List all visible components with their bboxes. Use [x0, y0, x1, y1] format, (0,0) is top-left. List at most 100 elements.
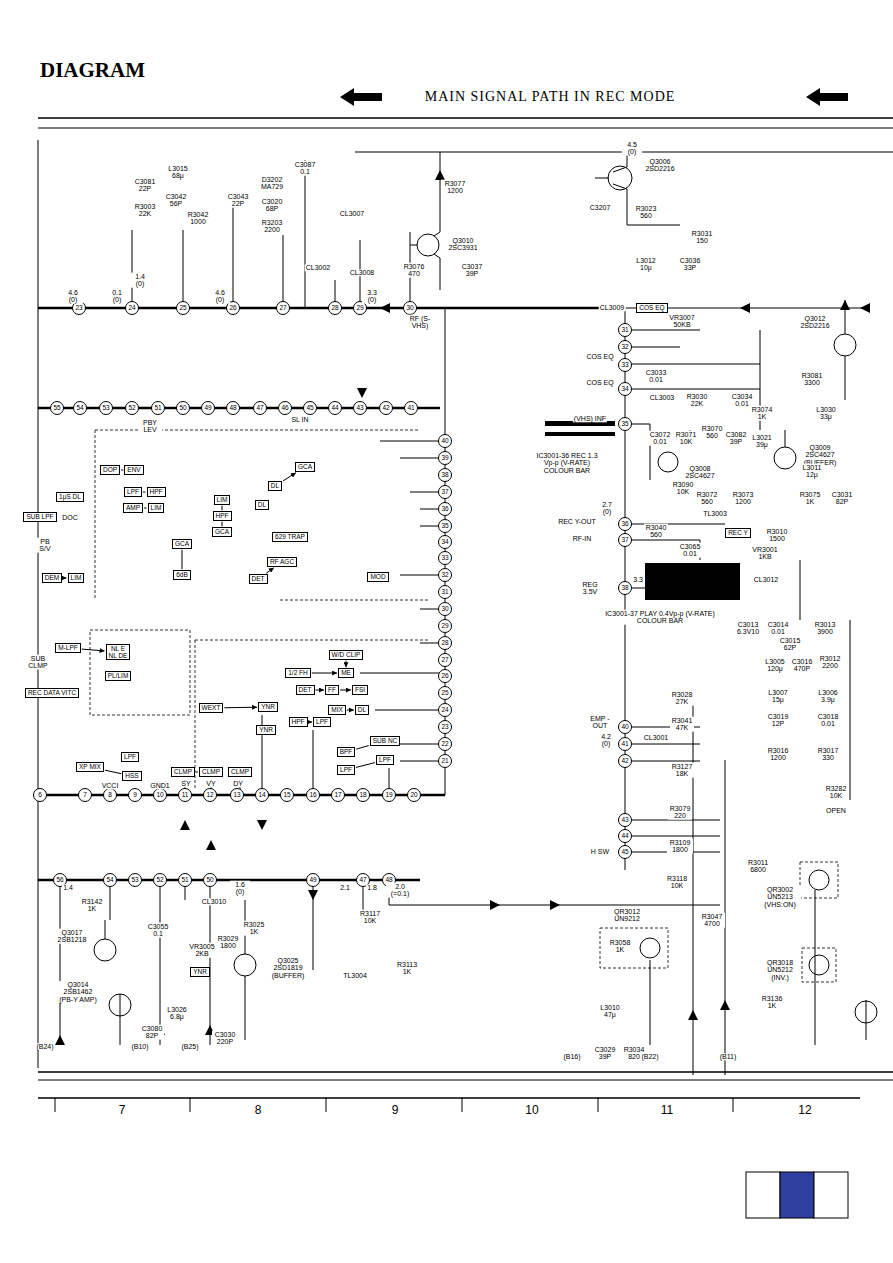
block-label: CLMP	[174, 768, 192, 775]
component-label: R3113 1K	[395, 961, 419, 976]
component-label: 1.6 (0)	[230, 881, 250, 896]
ic-pin-circle	[619, 755, 632, 768]
component-label: 1.8	[366, 884, 378, 891]
component-label: R3090 10K	[671, 481, 695, 496]
function-block: DOP	[100, 465, 120, 474]
ic-pin-circle	[439, 452, 452, 465]
block-label: RF AGC	[270, 558, 294, 565]
function-block: REC DATA VITC	[25, 688, 79, 697]
ic-pin-circle	[619, 359, 632, 372]
component-label: RF-IN	[572, 535, 593, 542]
component-label: R3142 1K	[80, 898, 104, 913]
function-block: PL/LIM	[105, 671, 132, 680]
pin-number: 32	[621, 344, 628, 351]
block-label: HPF	[150, 488, 163, 495]
ic-pin-circle	[357, 789, 370, 802]
ic-pin-circle	[279, 402, 292, 415]
component-label: R3040 560	[644, 524, 668, 539]
component-label: Q3006 2SD2216	[642, 158, 678, 173]
component-label: H SW	[590, 848, 610, 855]
block-label: YNR	[259, 726, 273, 733]
signal-connector	[283, 473, 296, 481]
component-label: CL3009	[599, 304, 626, 311]
component-label: Q3014 2SB1462 (PB-Y AMP)	[57, 981, 99, 1003]
signal-connector	[312, 673, 337, 674]
block-label: WEXT	[202, 704, 221, 711]
pin-number: 28	[441, 640, 448, 647]
function-block: COS EQ	[636, 303, 667, 312]
ic-pin-circle	[329, 302, 342, 315]
ic-pin-circle	[439, 721, 452, 734]
signal-connector	[222, 506, 223, 511]
pin-number: 6	[38, 792, 42, 799]
pin-number: 37	[441, 489, 448, 496]
transistor-symbol	[109, 994, 131, 1016]
ic-pin-circle	[439, 637, 452, 650]
component-label: 2.1	[339, 884, 351, 891]
component-label: C3055 0.1	[146, 923, 170, 938]
function-block: MOD	[367, 572, 388, 581]
block-label: XP MIX	[79, 763, 101, 770]
pin-number: 53	[131, 877, 138, 884]
component-label: C3033 0.01	[643, 369, 669, 384]
pin-number: 42	[382, 405, 389, 412]
pin-number: 44	[331, 405, 338, 412]
component-label: R3023 560	[633, 205, 659, 220]
pin-number: 41	[621, 741, 628, 748]
component-label: C3018 0.01	[816, 713, 840, 728]
pin-number: 24	[128, 305, 135, 312]
component-label: EMP -OUT	[587, 715, 613, 730]
function-block: DET	[249, 574, 268, 583]
pin-number: 29	[356, 305, 363, 312]
component-label: R3012 2200	[817, 655, 843, 670]
pin-number: 49	[204, 405, 211, 412]
component-label: (B22)	[640, 1053, 659, 1060]
function-block: LIM	[214, 495, 231, 504]
component-label: R3074 1K	[750, 406, 774, 421]
function-block: LPF	[121, 752, 139, 761]
ic-pin-circle	[439, 687, 452, 700]
block-label: REC DATA VITC	[28, 689, 76, 696]
transistor-symbol	[94, 939, 116, 961]
ic-pin-circle	[73, 302, 86, 315]
ic-pin-circle	[277, 302, 290, 315]
ic-pin-circle	[74, 402, 87, 415]
ic-pin-circle	[619, 830, 632, 843]
pin-number: 33	[621, 362, 628, 369]
function-block: GCA	[212, 527, 232, 536]
function-block: BPF	[337, 747, 356, 756]
component-label: 0.1 (0)	[107, 289, 127, 304]
ic-pin-circle	[34, 789, 47, 802]
black-marker-bar	[545, 421, 740, 600]
component-label: C3036 33P	[678, 257, 702, 272]
component-label: R3282 10K	[823, 785, 849, 800]
ic-pin-circle	[202, 402, 215, 415]
ic-pin-circle	[179, 789, 192, 802]
component-label: L3010 47μ	[598, 1004, 622, 1019]
signal-connector	[105, 770, 121, 774]
block-label: HPF	[216, 512, 229, 519]
pin-number: 33	[441, 555, 448, 562]
page-index-box	[746, 1172, 780, 1218]
function-block: W/D CLIP	[329, 650, 364, 659]
component-label: 1.4 (0)	[130, 273, 150, 288]
ic-pin-circle	[104, 874, 117, 887]
function-block: 6dB	[173, 570, 191, 579]
function-block: WEXT	[199, 703, 224, 712]
ic-pin-circle	[439, 586, 452, 599]
function-block: LPF	[313, 717, 331, 726]
pin-number: 34	[621, 386, 628, 393]
ic-pin-circle	[619, 814, 632, 827]
page-index-box	[780, 1172, 814, 1218]
component-label: R3028 27K	[670, 691, 694, 706]
wire	[60, 152, 893, 1075]
component-label: C3016 470P	[789, 658, 815, 673]
function-block: LIM	[68, 573, 85, 582]
component-label: VR3005 2KB	[188, 943, 216, 958]
component-label: R3047 4700	[699, 913, 725, 928]
signal-connector	[63, 578, 66, 579]
component-label: R3118 10K	[665, 875, 689, 890]
function-block: ENV	[124, 465, 143, 474]
transistor-symbol	[855, 1001, 877, 1023]
signal-connector	[266, 568, 274, 574]
